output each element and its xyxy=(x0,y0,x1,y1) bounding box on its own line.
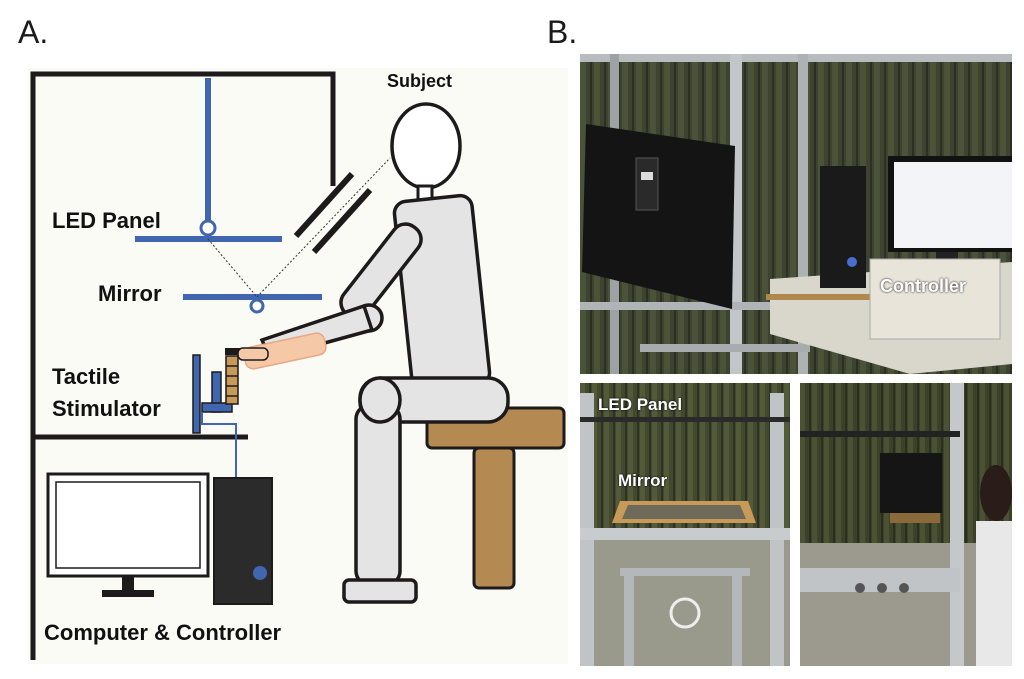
label-stimulator: Stimulator xyxy=(52,396,161,421)
sight-line xyxy=(256,157,391,298)
viewing-window xyxy=(311,187,373,255)
stimulator-backboard xyxy=(192,354,201,434)
viewing-window xyxy=(293,171,355,239)
label-tactile: Tactile xyxy=(52,364,120,389)
label-subject: Subject xyxy=(387,71,452,91)
photo-label-controller: Controller xyxy=(880,276,967,296)
photo-mirror-frame-image xyxy=(580,383,790,666)
stimulator-base xyxy=(201,402,233,413)
photo-setup-overview-image xyxy=(580,54,1012,374)
computer-tower xyxy=(213,477,273,605)
photo-label-led-panel: LED Panel xyxy=(598,395,683,414)
photo-setup-overview: Controller xyxy=(580,54,1012,374)
monitor-stand xyxy=(122,576,134,592)
subject-foot xyxy=(342,578,418,604)
label-mirror: Mirror xyxy=(98,281,162,306)
led-panel-pivot xyxy=(199,219,217,237)
photo-stimulator-side xyxy=(800,383,1012,666)
stool-leg xyxy=(472,446,516,590)
enclosure-frame xyxy=(30,71,336,660)
subject-head xyxy=(390,102,462,190)
photo-mirror-frame: LED Panel Mirror xyxy=(580,383,790,666)
stimulator-spring xyxy=(225,355,239,405)
stimulator-cable xyxy=(201,412,237,478)
panel-b-letter: B. xyxy=(547,14,578,50)
panel-a-letter: A. xyxy=(18,14,49,50)
subject-figure xyxy=(237,102,510,604)
label-computer-controller: Computer & Controller xyxy=(44,620,282,645)
subject-lower-leg xyxy=(354,403,402,587)
mirror-pivot xyxy=(249,298,265,314)
label-led-panel: LED Panel xyxy=(52,208,161,233)
monitor-base xyxy=(102,590,154,597)
power-button xyxy=(253,566,267,580)
setup-schematic: Subject LED Panel Mirror Tactile Stimula… xyxy=(30,71,566,660)
sight-line xyxy=(207,238,258,298)
photo-stimulator-side-image xyxy=(800,383,1012,666)
photo-label-mirror: Mirror xyxy=(618,471,668,490)
